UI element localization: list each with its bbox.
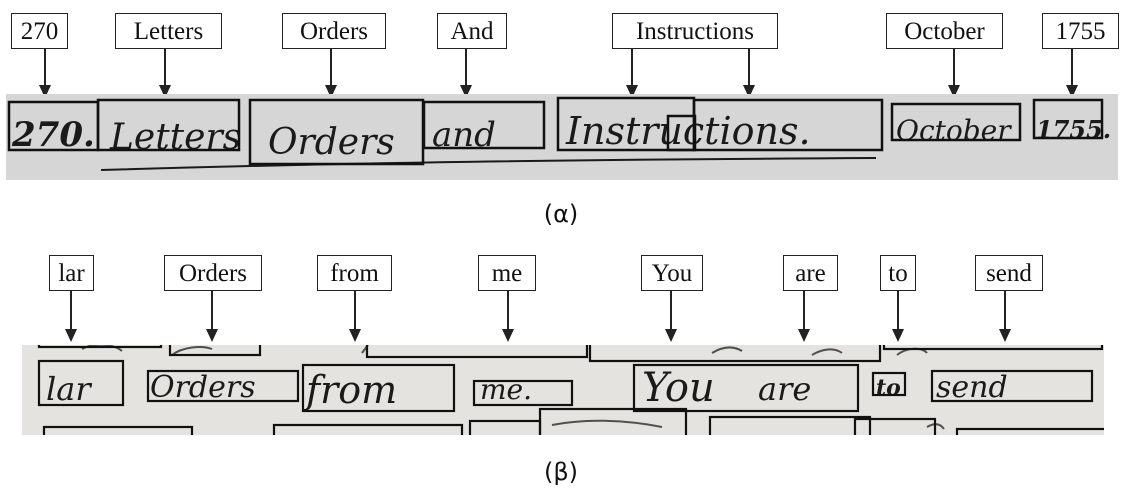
- partial-stroke: [711, 346, 743, 354]
- word-label: Orders: [164, 255, 262, 291]
- handwritten-word: send: [936, 370, 1008, 405]
- word-box: [692, 98, 884, 152]
- word-label: Letters: [115, 13, 222, 49]
- word-box: [37, 345, 163, 349]
- word-label: me: [478, 255, 536, 291]
- handwritten-word: to: [876, 375, 901, 401]
- handwritten-word: October: [896, 114, 1012, 147]
- word-box: [853, 417, 937, 435]
- partial-stroke: [551, 419, 663, 428]
- word-box: [272, 423, 464, 435]
- partial-stroke: [926, 423, 945, 430]
- word-label: lar: [49, 255, 94, 291]
- word-box: [42, 425, 194, 435]
- handwritten-word: 270.: [11, 115, 95, 155]
- handwritten-word: Letters: [109, 117, 241, 158]
- word-box: [365, 345, 589, 359]
- word-box: [37, 359, 125, 407]
- handwritten-word: me.: [480, 373, 532, 406]
- word-box: [422, 100, 546, 150]
- word-label: to: [880, 255, 916, 291]
- word-box: [472, 379, 574, 407]
- word-box: [538, 407, 688, 435]
- handwritten-word: are: [758, 370, 811, 408]
- word-box: [632, 363, 860, 413]
- handwritten-word: from: [303, 368, 397, 412]
- word-label: 1755: [1042, 13, 1119, 49]
- word-label: send: [975, 255, 1043, 291]
- word-box: [146, 369, 300, 403]
- word-label: You: [641, 255, 703, 291]
- word-label: are: [783, 255, 838, 291]
- partial-stroke: [811, 348, 843, 356]
- strip-background: [6, 94, 1118, 180]
- word-box: [301, 363, 456, 413]
- word-box: [882, 345, 1104, 351]
- caption-beta: (β): [543, 458, 579, 486]
- partial-stroke: [171, 346, 213, 356]
- word-label: October: [886, 13, 1003, 49]
- word-box: [930, 369, 1094, 403]
- word-box: [1032, 98, 1104, 140]
- word-box: [588, 345, 882, 363]
- word-box: [168, 345, 262, 357]
- handwritten-word: Orders: [150, 370, 256, 405]
- word-label: And: [437, 13, 507, 49]
- word-box: [890, 102, 1022, 142]
- handwritten-word: You: [642, 365, 715, 411]
- word-label: 270: [11, 13, 68, 49]
- handwritten-word: 1755.: [1036, 115, 1111, 144]
- caption-alpha: (α): [543, 200, 579, 228]
- word-label: Instructions: [612, 13, 778, 49]
- word-box: [955, 427, 1104, 435]
- word-box: [708, 415, 872, 435]
- word-box: [871, 371, 907, 397]
- underline-stroke: [100, 157, 877, 171]
- word-label: Orders: [282, 13, 386, 49]
- handwriting-strip-alpha: 270. Letters Orders and Instructions. Oc…: [6, 94, 1118, 180]
- word-box: [96, 98, 241, 152]
- handwriting-strip-beta: lar Orders from me. You are to send: [22, 345, 1104, 435]
- handwritten-word: lar: [46, 370, 92, 408]
- word-label: from: [317, 255, 392, 291]
- handwritten-word: Orders: [268, 122, 395, 163]
